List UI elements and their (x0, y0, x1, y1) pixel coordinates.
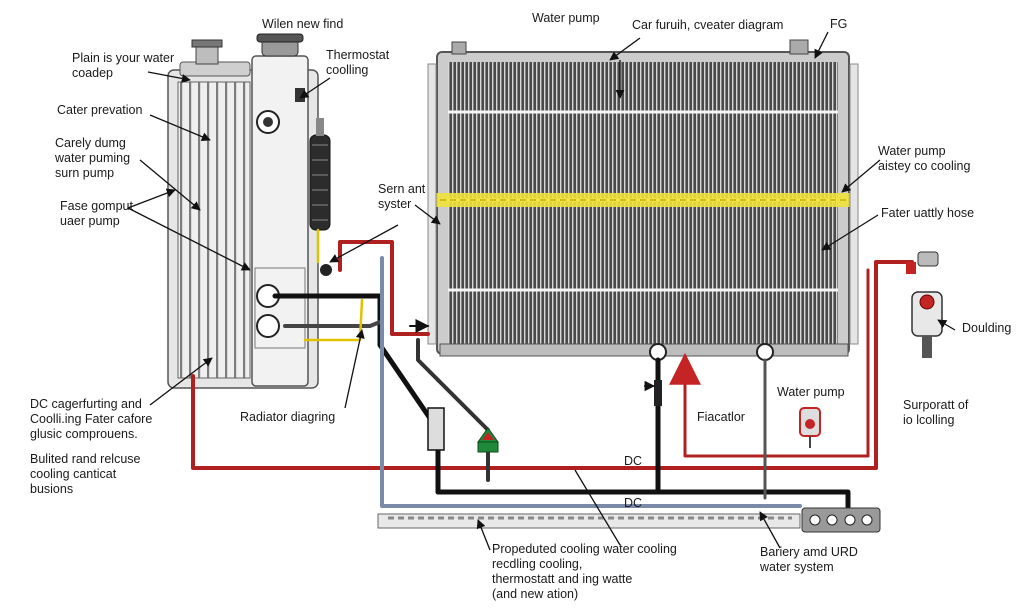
label-propeduted: Propeduted cooling water cooling recdlin… (492, 542, 677, 601)
main-radiator (427, 39, 859, 361)
label-fater-hose: Fater uattly hose (881, 206, 975, 220)
label-dc-upper: DC (624, 454, 643, 468)
label-fase-gomput: Fase gomput uaer pump (60, 199, 133, 228)
label-plain-water: Plain is your water coadep (72, 51, 175, 80)
label-radiator-diagram: Radiator diagring (240, 410, 336, 424)
label-dc-lower: DC (624, 496, 643, 510)
label-cater-prevation: Cater prevation (57, 103, 143, 117)
bottom-rail (377, 507, 881, 533)
left-radiator-unit (167, 33, 332, 389)
leader-lines (127, 31, 956, 551)
label-car-heater-diagram: Car furuih, cveater diagram (632, 18, 784, 32)
label-surporatt: Surporatt of io lcolling (903, 398, 969, 427)
label-water-pump-top: Water pump (532, 11, 600, 25)
label-fiacatlor: Fiacatlor (697, 410, 745, 424)
label-bariery-urd: Bariery amd URD water system (760, 545, 858, 574)
label-water-pump-mid: Water pump (777, 385, 845, 399)
label-dc-cager: DC cagerfurting and Coolli.ing Fater caf… (30, 397, 153, 441)
label-doulding: Doulding (962, 321, 1012, 335)
components (427, 251, 943, 453)
label-bulted-rand: Bulited rand relcuse cooling canticat bu… (30, 452, 141, 496)
label-when-new-find: Wilen new find (262, 17, 344, 31)
label-water-pump-right: Water pump aistey co cooling (878, 144, 971, 173)
label-fg: FG (830, 17, 848, 31)
label-carely-pump: Carely dumg water puming surn pump (55, 136, 131, 180)
label-sern-ant-syster: Sern ant syster (378, 182, 426, 211)
label-thermostat-cooling: Thermostat coolling (326, 48, 390, 77)
